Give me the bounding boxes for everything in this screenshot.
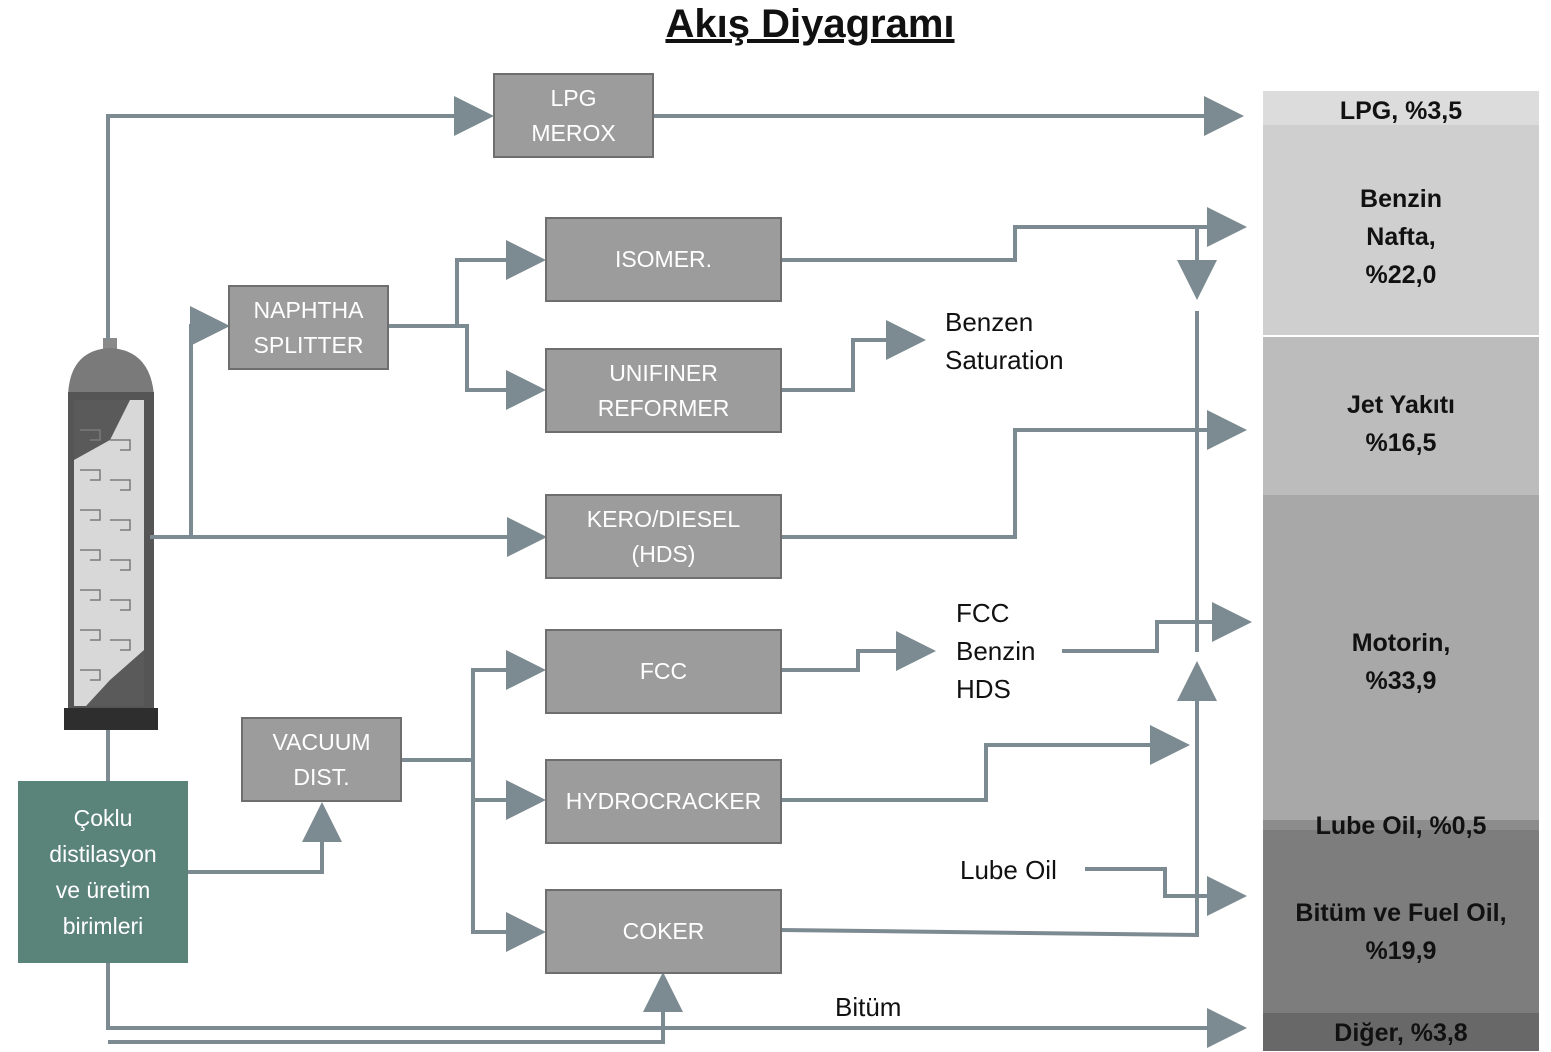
page-title: Akış Diyagramı — [665, 2, 955, 46]
source-line3: ve üretim — [55, 877, 151, 903]
kero-line2: (HDS) — [631, 540, 696, 567]
line-source-to-coker — [108, 972, 683, 1044]
bitum-line2: %19,9 — [1365, 937, 1437, 965]
lpg-merox-box: LPG MEROX — [493, 73, 654, 158]
band-diger — [1263, 1013, 1539, 1051]
hydrocracker-box: HYDROCRACKER — [545, 759, 782, 844]
lube-oil-label: Lube Oil — [960, 855, 1057, 885]
band-benzin-nafta — [1263, 125, 1539, 335]
fcc-label: FCC — [639, 658, 688, 684]
naphtha-splitter-box: NAPHTHA SPLITTER — [228, 285, 389, 370]
band-motorin — [1263, 495, 1539, 820]
coker-box: COKER — [545, 889, 782, 974]
coker-label: COKER — [622, 918, 705, 944]
product-lpg-text: LPG, %3,5 — [1339, 97, 1463, 125]
product-bitum-fuel-oil: Bitüm ve Fuel Oil, %19,9 — [1263, 893, 1539, 971]
benzin-line3: %22,0 — [1365, 261, 1437, 289]
benzin-line1: Benzin — [1360, 185, 1442, 213]
jet-line1: Jet Yakıtı — [1347, 391, 1455, 419]
benzen-line1: Benzen — [945, 307, 1034, 337]
lpg-merox-line1: LPG — [550, 84, 597, 111]
vacuum-line2: DIST. — [293, 763, 350, 790]
product-lube-oil: Lube Oil, %0,5 — [1315, 812, 1487, 840]
bitum-line1: Bitüm ve Fuel Oil, — [1295, 899, 1507, 927]
band-lube — [1263, 820, 1539, 830]
line-vacuum-to-hydrocracker — [471, 760, 546, 820]
line-isomer-to-benzin — [781, 207, 1247, 262]
kero-line1: KERO/DIESEL — [586, 505, 741, 532]
band-lpg — [1263, 91, 1539, 125]
fcc-benzin-hds-label: FCC Benzin HDS — [956, 594, 1036, 708]
product-lpg: LPG, %3,5 — [1263, 91, 1539, 131]
product-motorin: Motorin, %33,9 — [1263, 624, 1539, 700]
hds-line1: FCC — [956, 598, 1010, 628]
line-column-to-lpg — [106, 96, 494, 340]
line-lube-to-bitum — [1085, 867, 1247, 916]
line-coker-riser — [780, 661, 1217, 938]
motorin-line2: %33,9 — [1365, 667, 1437, 695]
motorin-line1: Motorin, — [1351, 629, 1451, 657]
benzin-line2: Nafta, — [1366, 223, 1436, 251]
band-jet — [1263, 337, 1539, 495]
naphtha-splitter-line2: SPLITTER — [253, 331, 364, 358]
product-diger: Diğer, %3,8 — [1263, 1015, 1539, 1051]
line-fcc-to-hds — [781, 631, 936, 672]
kero-diesel-box: KERO/DIESEL (HDS) — [545, 494, 782, 579]
hds-line2: Benzin — [956, 636, 1036, 666]
source-line1: Çoklu — [73, 805, 133, 831]
benzen-saturation-label: Benzen Saturation — [945, 303, 1064, 379]
source-units-box: Çoklu distilasyon ve üretim birimleri — [18, 781, 188, 963]
isomer-label: ISOMER. — [614, 246, 713, 272]
vacuum-dist-box: VACUUM DIST. — [241, 717, 402, 802]
line-naphtha-to-unifiner — [457, 324, 546, 410]
isomer-box: ISOMER. — [545, 217, 782, 302]
lpg-merox-line2: MEROX — [531, 119, 616, 146]
product-jet: Jet Yakıtı %16,5 — [1263, 386, 1539, 462]
line-naphtha-to-isomer — [370, 240, 546, 328]
line-hds-to-motorin — [1062, 602, 1252, 653]
band-bitum — [1263, 830, 1539, 1013]
unifiner-reformer-box: UNIFINER REFORMER — [545, 348, 782, 433]
unifiner-line2: REFORMER — [597, 394, 730, 421]
line-source-to-vacuum — [188, 802, 342, 874]
benzen-line2: Saturation — [945, 345, 1064, 375]
source-line4: birimleri — [62, 913, 144, 939]
diger-text: Diğer, %3,8 — [1334, 1019, 1468, 1047]
product-column — [1263, 91, 1539, 1051]
fcc-box: FCC — [545, 629, 782, 714]
line-to-naphtha — [189, 306, 230, 537]
line-vacuum-to-coker — [471, 800, 546, 952]
jet-line2: %16,5 — [1365, 429, 1437, 457]
hydrocracker-label: HYDROCRACKER — [565, 788, 762, 814]
unifiner-line1: UNIFINER — [609, 359, 718, 386]
hds-line3: HDS — [956, 674, 1011, 704]
line-unifiner-to-saturation — [781, 320, 926, 392]
line-kero-to-jet — [781, 410, 1247, 539]
bitum-label: Bitüm — [835, 992, 902, 1022]
naphtha-splitter-line1: NAPHTHA — [253, 296, 364, 323]
line-vacuum-to-fcc — [471, 650, 546, 760]
line-hydrocracker-out — [781, 725, 1190, 802]
distillation-column-icon — [64, 338, 158, 730]
product-benzin-nafta: Benzin Nafta, %22,0 — [1263, 180, 1539, 294]
vacuum-line1: VACUUM — [272, 728, 371, 755]
source-line2: distilasyon — [49, 841, 157, 867]
